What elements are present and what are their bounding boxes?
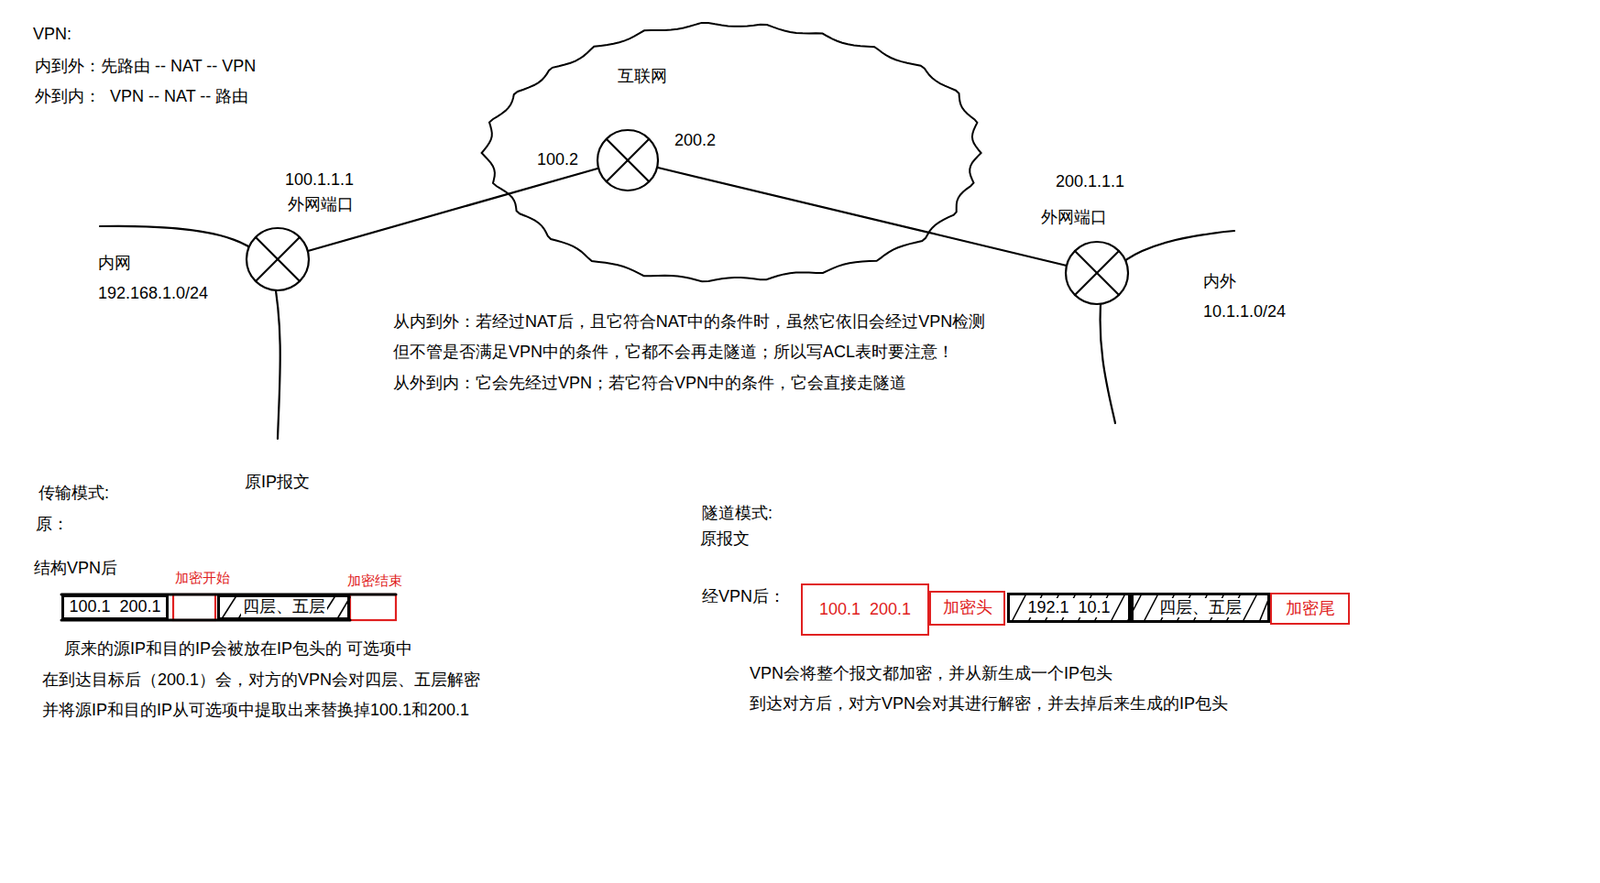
text-label: 原报文 [700, 528, 750, 550]
text-label: 外网端口 [1041, 207, 1107, 229]
hatch-stroke [1243, 595, 1257, 621]
text-label: VPN会将整个报文都加密，并从新生成一个IP包头 [749, 663, 1113, 685]
encrypt-marker-box [173, 594, 216, 621]
text-label: 10.1.1.0/24 [1203, 301, 1286, 323]
text-label: 隧道模式: [701, 503, 773, 525]
box-label: 四层、五层 [1157, 598, 1244, 619]
original-ip-box: 192.1 10.1 [1007, 592, 1131, 624]
wan-link [657, 167, 1067, 266]
text-label: 原IP报文 [244, 471, 310, 494]
text-label: 并将源IP和目的IP从可选项中提取出来替换掉100.1和200.1 [42, 700, 470, 722]
router-symbol [246, 228, 309, 291]
text-label: 原： [35, 514, 69, 536]
new-ip-header-box: 100.1 200.1 [800, 583, 930, 636]
hatch-stroke [1144, 595, 1158, 621]
text-label: 外网端口 [287, 194, 354, 216]
text-label: 传输模式: [38, 482, 110, 505]
text-label: 结构VPN后 [33, 558, 118, 580]
text-label: 外到内： VPN -- NAT -- 路由 [34, 86, 249, 108]
text-label: 加密结束 [347, 572, 403, 591]
text-label: 加密开始 [175, 569, 231, 588]
text-label: VPN: [32, 23, 72, 45]
text-label: 192.168.1.0/24 [98, 283, 209, 305]
box-label: 加密尾 [1285, 599, 1336, 620]
box-label: 加密头 [942, 598, 993, 619]
text-label: 100.2 [536, 149, 579, 171]
text-label: 100.1.1.1 [284, 169, 354, 191]
text-label: 内外 [1203, 271, 1237, 293]
box-label: 100.1 200.1 [819, 600, 911, 621]
box-label: 四层、五层 [241, 597, 328, 618]
text-label: 从内到外：若经过NAT后，且它符合NAT中的条件时，虽然它依旧会经过VPN检测 [393, 311, 986, 333]
text-label: 从外到内：它会先经过VPN；若它符合VPN中的条件，它会直接走隧道 [393, 372, 907, 395]
text-label: 但不管是否满足VPN中的条件，它都不会再走隧道；所以写ACL表时要注意！ [393, 341, 954, 363]
ip-header-box: 100.1 200.1 [61, 594, 169, 621]
text-label: 200.2 [674, 130, 716, 152]
cloud-label: 互联网 [617, 66, 668, 88]
hatch-stroke [1012, 595, 1026, 621]
text-label: 内到外：先路由 -- NAT -- VPN [34, 55, 256, 77]
text-label: 经VPN后： [701, 586, 786, 608]
box-label: 192.1 10.1 [1025, 598, 1112, 619]
text-label: 到达对方后，对方VPN会对其进行解密，并去掉后来生成的IP包头 [749, 693, 1228, 715]
router-symbol [1065, 241, 1129, 305]
text-label: 原来的源IP和目的IP会被放在IP包头的 可选项中 [64, 638, 413, 660]
encrypt-trailer-box: 加密尾 [1270, 592, 1350, 625]
text-label: 内网 [98, 252, 132, 274]
encrypted-payload-box: 四层、五层 [1130, 592, 1271, 624]
hatch-stroke [222, 597, 236, 618]
text-label: 200.1.1.1 [1055, 171, 1125, 193]
encrypt-header-box: 加密头 [929, 591, 1006, 626]
encrypted-payload-box: 四层、五层 [217, 594, 351, 621]
hatch-stroke [1111, 595, 1125, 621]
encrypt-marker-box [350, 594, 396, 621]
text-label: 在到达目标后（200.1）会，对方的VPN会对四层、五层解密 [42, 669, 481, 691]
box-label: 100.1 200.1 [68, 597, 161, 618]
